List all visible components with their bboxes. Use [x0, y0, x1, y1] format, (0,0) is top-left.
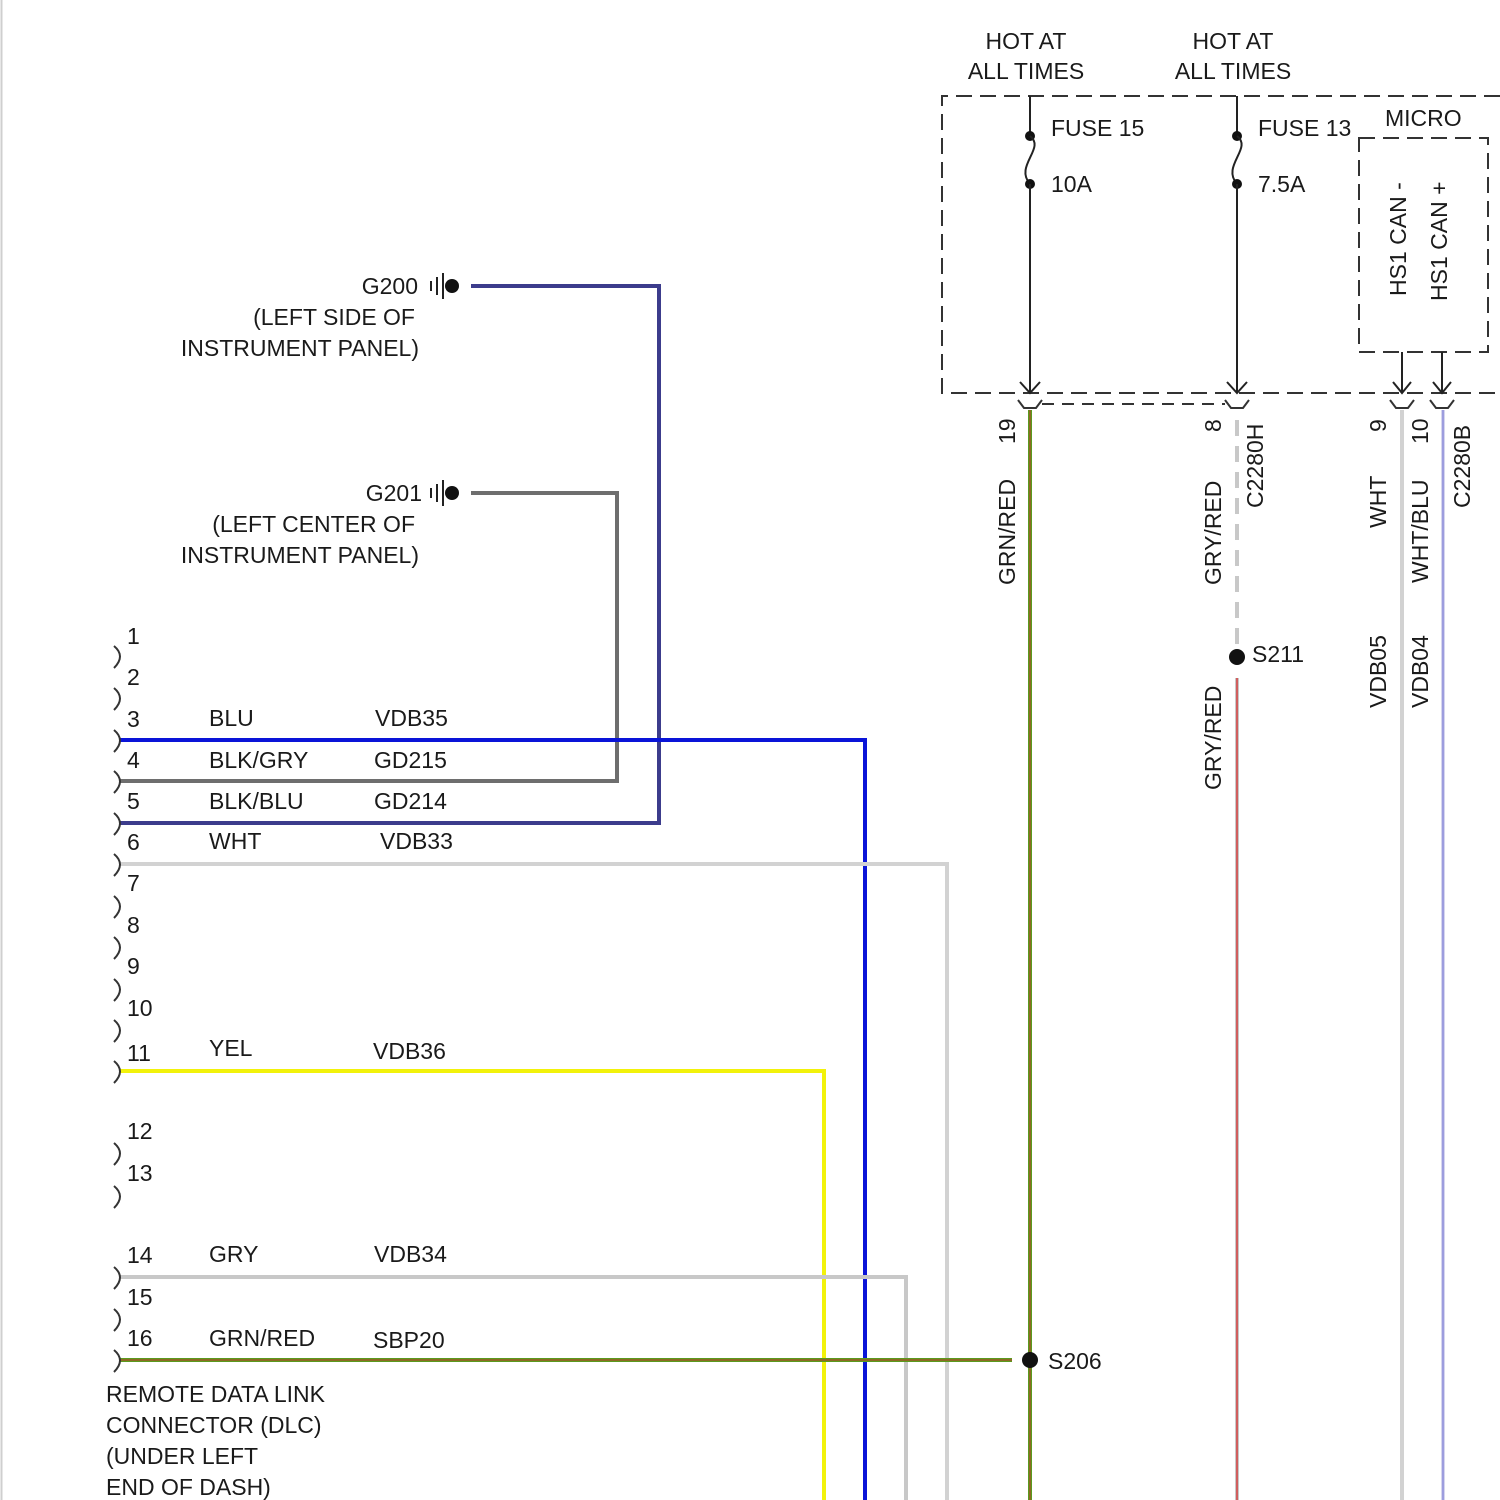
ground-g201[interactable]: G201: [366, 480, 459, 506]
dlc-label-line3: (UNDER LEFT: [106, 1443, 258, 1469]
connector-c2280b-label: C2280B: [1449, 425, 1475, 508]
fuse15-hot-line1: HOT AT: [986, 28, 1067, 54]
dlc-pin-5-color: BLK/BLU: [209, 788, 304, 814]
fuse15-name: FUSE 15: [1051, 115, 1144, 141]
dlc-pin-9-number: 9: [127, 953, 140, 979]
ground-g200-id: G200: [362, 273, 418, 299]
fuse-box-outline: [942, 96, 1500, 393]
pin-10-label: 10: [1407, 418, 1433, 444]
dlc-pin-5-number: 5: [127, 788, 140, 814]
fuse13-name: FUSE 13: [1258, 115, 1351, 141]
wire-8-color-label: GRY/RED: [1200, 481, 1226, 585]
wire-10-color-label: WHT/BLU: [1407, 480, 1433, 584]
wire-9-color-label: WHT: [1365, 476, 1391, 528]
dlc-pin-7-number: 7: [127, 870, 140, 896]
fuse13-hot-line1: HOT AT: [1193, 28, 1274, 54]
dlc-pin-4-color: BLK/GRY: [209, 747, 308, 773]
dlc-pin-10-number: 10: [127, 995, 153, 1021]
dlc-pin-16-color: GRN/RED: [209, 1325, 315, 1351]
dlc-pin-12-number: 12: [127, 1118, 153, 1144]
fuse13-rating: 7.5A: [1258, 171, 1306, 197]
ground-g201-line2: INSTRUMENT PANEL): [181, 542, 419, 568]
dlc-label-line4: END OF DASH): [106, 1474, 271, 1500]
dlc-pin-3-circuit: VDB35: [375, 705, 448, 731]
fuse-13[interactable]: [1227, 96, 1247, 393]
dlc-pin-8-number: 8: [127, 912, 140, 938]
micro-can-plus: HS1 CAN +: [1426, 181, 1452, 301]
dlc-pin-11-number: 11: [127, 1040, 151, 1066]
wire-9-circuit-label: VDB05: [1365, 635, 1391, 708]
dlc-pin-2-number: 2: [127, 664, 140, 690]
dlc-connector[interactable]: [114, 646, 120, 1372]
dlc-pin-16-circuit: SBP20: [373, 1327, 445, 1353]
fuse13-hot-line2: ALL TIMES: [1175, 58, 1291, 84]
dlc-pin-3-color: BLU: [209, 705, 254, 731]
micro-can-minus: HS1 CAN -: [1385, 182, 1411, 296]
pin-19-label: 19: [994, 418, 1020, 444]
splice-s211[interactable]: [1229, 649, 1245, 665]
dlc-pin-16-number: 16: [127, 1325, 153, 1351]
dlc-pin-5-circuit: GD214: [374, 788, 447, 814]
dlc-pin-6-number: 6: [127, 829, 140, 855]
connector-c2280h-label: C2280H: [1242, 424, 1268, 508]
dlc-pin-4-circuit: GD215: [374, 747, 447, 773]
dlc-pin-14-color: GRY: [209, 1241, 258, 1267]
pin-9-label: 9: [1365, 419, 1391, 432]
wire-10-circuit-label: VDB04: [1407, 635, 1433, 708]
dlc-label-line2: CONNECTOR (DLC): [106, 1412, 322, 1438]
micro-outline: [1359, 138, 1488, 352]
splice-s206-label: S206: [1048, 1348, 1102, 1374]
fuse15-element-icon: [1025, 136, 1034, 184]
fuse13-element-icon: [1232, 136, 1241, 184]
dlc-pin-13-number: 13: [127, 1160, 153, 1186]
ground-g200-line1: (LEFT SIDE OF: [253, 304, 415, 330]
fuse-15[interactable]: [1020, 96, 1040, 393]
ground-g201-id: G201: [366, 480, 422, 506]
wire-8-below-color-label: GRY/RED: [1200, 686, 1226, 790]
dlc-pin-11-color: YEL: [209, 1035, 253, 1061]
micro-module[interactable]: MICRO HS1 CAN - HS1 CAN +: [1359, 105, 1488, 393]
dlc-pin-6-color: WHT: [209, 828, 261, 854]
fuse15-hot-line2: ALL TIMES: [968, 58, 1084, 84]
fuse-box: HOT AT ALL TIMES FUSE 15 10A HOT AT ALL …: [942, 28, 1500, 393]
dlc-pin-11-circuit: VDB36: [373, 1038, 446, 1064]
dlc-pin-14-number: 14: [127, 1242, 153, 1268]
splice-s211-label: S211: [1252, 641, 1304, 667]
ground-g200-line2: INSTRUMENT PANEL): [181, 335, 419, 361]
ground-g201-line1: (LEFT CENTER OF: [212, 511, 415, 537]
dlc-pin-1-number: 1: [127, 623, 140, 649]
dlc-pin-6-circuit: VDB33: [380, 828, 453, 854]
wire-19-color-label: GRN/RED: [994, 479, 1020, 585]
dlc-pin-14-circuit: VDB34: [374, 1241, 447, 1267]
micro-title: MICRO: [1385, 105, 1462, 131]
splice-s206[interactable]: [1022, 1352, 1038, 1368]
dlc-label-line1: REMOTE DATA LINK: [106, 1381, 326, 1407]
dlc-pin-15-number: 15: [127, 1284, 153, 1310]
dlc-pin-3-number: 3: [127, 706, 140, 732]
ground-g200[interactable]: G200: [362, 273, 459, 299]
fuse15-rating: 10A: [1051, 171, 1093, 197]
pin-8-label: 8: [1200, 419, 1226, 432]
dlc-pin-4-number: 4: [127, 747, 140, 773]
connector-c2280: [1018, 400, 1454, 408]
